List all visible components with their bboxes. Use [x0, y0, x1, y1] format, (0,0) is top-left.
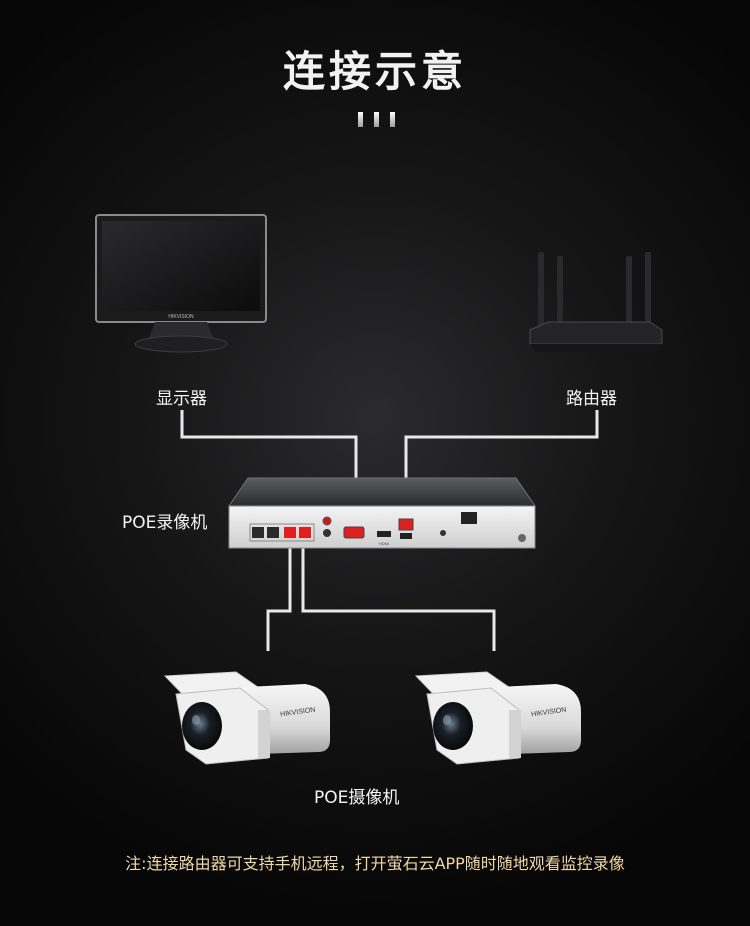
camera-brand-right: HIKVISION: [531, 707, 567, 719]
nvr-icon: HDMI: [228, 477, 536, 549]
monitor-brand: HIKVISION: [168, 314, 194, 320]
camera-icon-left: HIKVISION: [163, 671, 330, 765]
monitor-icon: HIKVISION: [95, 214, 267, 353]
router-label: 路由器: [566, 389, 617, 409]
footer-note: 注:连接路由器可支持手机远程，打开萤石云APP随时随地观看监控录像: [125, 854, 625, 873]
nvr-hdmi-label: HDMI: [379, 541, 389, 546]
wire-nvr-to-camera-right: [301, 540, 496, 651]
nvr-label: POE录像机: [122, 513, 208, 533]
camera-label: POE摄像机: [314, 788, 400, 808]
router-icon: [529, 252, 663, 352]
page-title: 连接示意: [282, 47, 467, 96]
wire-nvr-to-camera-left: [266, 540, 292, 651]
monitor-label: 显示器: [156, 389, 207, 409]
camera-icon-right: HIKVISION: [414, 671, 581, 765]
camera-brand-left: HIKVISION: [280, 707, 316, 719]
title-decoration: [358, 112, 398, 128]
